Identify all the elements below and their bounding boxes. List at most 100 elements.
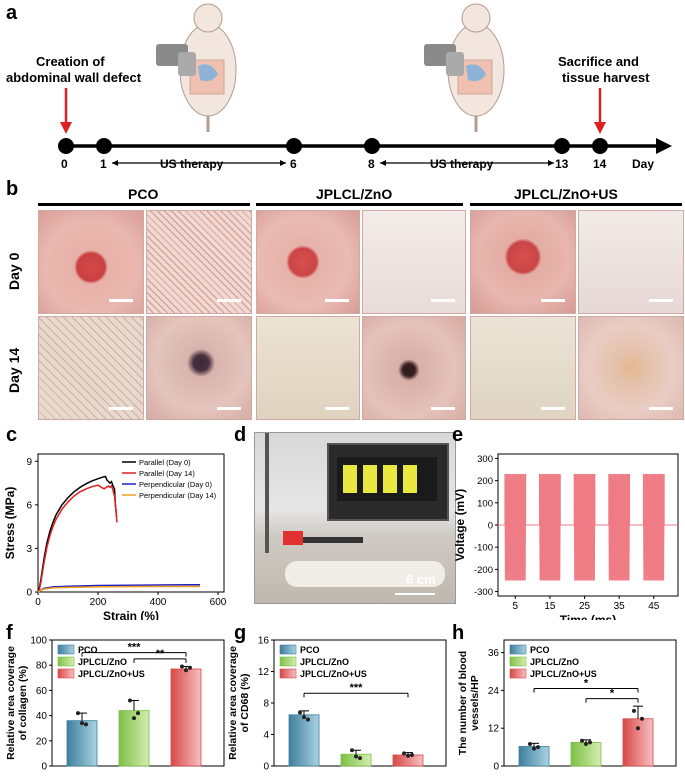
data-point [636,726,640,731]
legend-swatch-1 [279,656,297,667]
y-tick-label: 12 [258,667,270,678]
data-point [306,717,310,722]
y-tick-label: 20 [36,736,48,747]
y-axis-label: Voltage (mV) [453,489,467,561]
data-point [184,668,188,673]
tick-label-0: 0 [61,157,68,171]
legend-label-0: PCO [78,645,98,655]
legend-label-0: PCO [530,645,550,655]
significance-label-1: * [610,688,615,700]
device-photo [254,432,456,604]
legend-label-2: JPLCL/ZnO+US [300,669,367,679]
y-tick-label: 200 [477,476,493,487]
y-tick-label: 36 [488,648,500,659]
legend-label-1: JPLCL/ZnO [78,657,127,667]
x-tick-label: 600 [210,597,227,608]
legend-swatch-1 [509,656,527,667]
data-point [410,752,414,757]
y-axis-label-line2: of collagen (%) [17,666,29,741]
y-axis-label-line1: Relative area coverage [228,646,239,760]
significance-label-1: ** [156,648,165,660]
series-line-1 [37,484,118,593]
legend-swatch-2 [279,668,297,679]
y-axis-label-line2: of CD68 (%) [239,674,251,733]
device-scale-label: 6 cm [406,572,436,587]
x-tick-label: 15 [544,601,556,612]
data-point [528,741,532,746]
significance-label-0: *** [128,642,142,654]
legend-label-2: JPLCL/ZnO+US [78,669,145,679]
legend-label-0: PCO [300,645,320,655]
oscilloscope-screen [337,457,437,501]
y-tick-label: 100 [477,498,493,509]
data-point [354,754,358,759]
y-tick-label: 0 [488,521,493,532]
bar-2 [170,668,202,767]
tick-label-14: 14 [593,157,607,171]
panel-label-g: g [234,622,247,644]
y-tick-label: -300 [474,587,493,598]
y-tick-label: 16 [258,636,270,647]
photo-jplcl-us-day14-mesh [470,316,576,420]
series-line-0 [37,475,118,593]
tick-label-1: 1 [100,157,107,171]
y-tick-label: 12 [488,724,500,735]
photo-jplcl-day0-defect [256,210,360,314]
mouse-illustration-1 [156,3,237,132]
bar-0 [288,714,320,767]
y-tick-label: 80 [36,661,48,672]
y-tick-label: 0 [263,762,269,773]
tick-label-6: 6 [290,157,297,171]
legend-label-2: JPLCL/ZnO+US [530,669,597,679]
legend-label-1: JPLCL/ZnO [530,657,579,667]
legend-label-0: Parallel (Day 0) [139,458,191,467]
y-axis-label-line2: vessels/HP [469,675,481,730]
panel-label-f: f [6,622,13,644]
group-bar-jplcl-zno-us [470,203,682,206]
y-tick-label: 60 [36,686,48,697]
group-bar-pco [38,203,250,206]
x-axis-label: Strain (%) [103,609,159,620]
significance-label-0: * [584,678,589,690]
y-tick-label: -200 [474,565,493,576]
day-label: Day [632,157,655,171]
group-header-pco: PCO [128,186,159,202]
y-tick-label: 3 [26,544,32,555]
collagen-bar-chart: 020406080100PCOJPLCL/ZnOJPLCL/ZnO+US****… [5,636,225,773]
legend-swatch-1 [57,656,75,667]
data-point [632,708,636,713]
y-tick-label: 0 [493,762,499,773]
bar-2 [622,718,654,767]
y-axis-label-line1: Relative area coverage [5,646,17,760]
legend-swatch-0 [279,644,297,655]
photo-jplcl-us-day0-mesh [578,210,684,314]
sacrifice-caption-line1: Sacrifice and [558,54,639,69]
legend-label-1: JPLCL/ZnO [300,657,349,667]
tick-label-8: 8 [368,157,375,171]
x-tick-label: 400 [150,597,167,608]
data-point [350,748,354,753]
photo-pco-day0-defect [38,210,144,314]
x-tick-label: 45 [648,601,660,612]
significance-label-0: *** [350,682,364,694]
x-tick-label: 200 [90,597,107,608]
y-tick-label: 0 [26,588,32,599]
data-point [180,664,184,669]
data-point [76,711,80,716]
tick-label-13: 13 [555,157,569,171]
photo-jplcl-day14-mesh [256,316,360,420]
panel-label-c: c [6,424,18,446]
panel-label-e: e [452,424,464,446]
y-tick-label: 9 [26,457,32,468]
photo-pco-day0-mesh [146,210,252,314]
creation-caption-line1: Creation of [36,54,105,69]
y-tick-label: -100 [474,543,493,554]
us-therapy-label-2: US therapy [430,157,494,171]
data-point [402,751,406,756]
y-axis-label-line1: The number of blood [457,651,469,755]
sacrifice-caption-line2: tissue harvest [562,70,650,85]
plot-frame [37,453,225,593]
data-point [136,711,140,716]
